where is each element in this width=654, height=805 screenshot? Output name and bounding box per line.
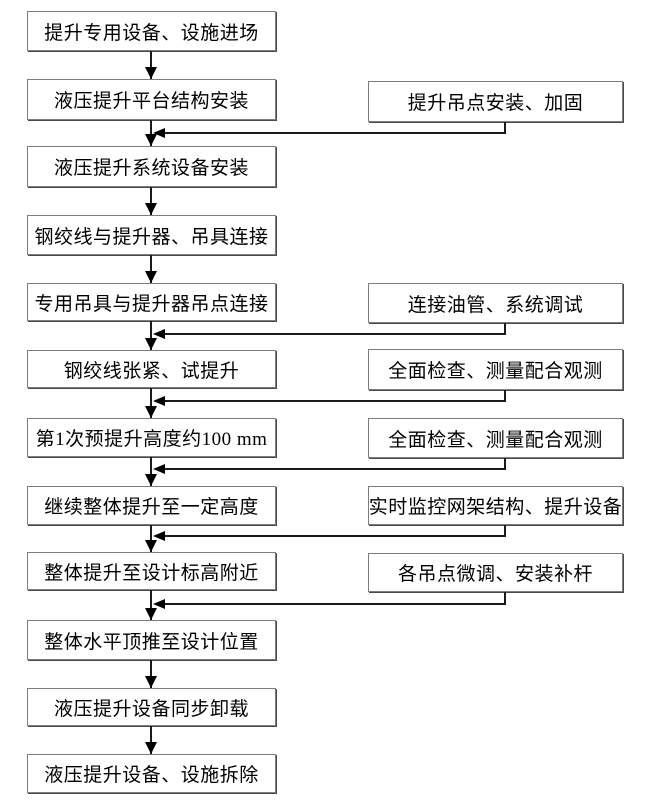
down-arrowhead-icon — [145, 271, 157, 283]
connector-vline-11-12 — [150, 726, 152, 754]
side-drop-line-4 — [504, 458, 506, 470]
flow-step-equipment-entry: 提升专用设备、设施进场 — [27, 11, 276, 51]
connector-vline-8-9 — [150, 525, 152, 552]
connector-vline-1-2 — [150, 51, 152, 79]
flow-step-lift-to-elevation: 整体提升至设计标高附近 — [27, 552, 276, 590]
left-arrowhead-icon — [153, 396, 165, 406]
flow-step-sling-connect: 专用吊具与提升器吊点连接 — [27, 283, 276, 321]
flow-step-horizontal-push: 整体水平顶推至设计位置 — [27, 620, 276, 660]
connector-vline-9-10 — [150, 590, 152, 620]
left-arrowhead-icon — [153, 329, 165, 339]
connector-vline-3-4 — [150, 187, 152, 215]
down-arrowhead-icon — [145, 742, 157, 754]
flow-step-sync-unload: 液压提升设备同步卸载 — [27, 688, 276, 726]
flow-step-system-install: 液压提升系统设备安装 — [27, 146, 276, 187]
side-drop-line-6 — [504, 592, 506, 605]
flow-step-first-pre-lift: 第1次预提升高度约100 mm — [27, 418, 276, 457]
down-arrowhead-icon — [145, 406, 157, 418]
connector-vline-2-3 — [150, 120, 152, 146]
side-step-inspection-1: 全面检查、测量配合观测 — [368, 349, 623, 390]
side-step-oil-pipe-debug: 连接油管、系统调试 — [368, 283, 623, 323]
side-merge-line-4 — [163, 468, 506, 470]
flow-step-tension-test-lift: 钢绞线张紧、试提升 — [27, 350, 276, 388]
left-arrowhead-icon — [153, 531, 165, 541]
down-arrowhead-icon — [145, 540, 157, 552]
side-drop-line-1 — [504, 122, 506, 134]
down-arrowhead-icon — [145, 67, 157, 79]
flow-step-dismantle: 液压提升设备、设施拆除 — [27, 754, 276, 793]
side-step-fine-tune: 各吊点微调、安装补杆 — [368, 553, 623, 592]
flow-step-strand-connect: 钢绞线与提升器、吊具连接 — [27, 215, 276, 255]
down-arrowhead-icon — [145, 203, 157, 215]
side-drop-line-5 — [504, 525, 506, 537]
connector-vline-5-6 — [150, 321, 152, 350]
down-arrowhead-icon — [145, 338, 157, 350]
connector-vline-10-11 — [150, 660, 152, 688]
flow-step-platform-install: 液压提升平台结构安装 — [27, 79, 276, 120]
side-merge-line-6 — [163, 603, 506, 605]
left-arrowhead-icon — [153, 599, 165, 609]
side-merge-line-2 — [163, 333, 506, 335]
side-drop-line-3 — [504, 390, 506, 402]
side-merge-line-3 — [163, 400, 506, 402]
side-step-inspection-2: 全面检查、测量配合观测 — [368, 418, 623, 458]
down-arrowhead-icon — [145, 608, 157, 620]
connector-vline-7-8 — [150, 457, 152, 486]
connector-vline-6-7 — [150, 388, 152, 418]
connector-vline-4-5 — [150, 255, 152, 283]
left-arrowhead-icon — [153, 464, 165, 474]
left-arrowhead-icon — [153, 128, 165, 138]
side-merge-line-5 — [163, 535, 506, 537]
flow-step-continue-lift: 继续整体提升至一定高度 — [27, 486, 276, 525]
down-arrowhead-icon — [145, 474, 157, 486]
side-merge-line-1 — [163, 132, 506, 134]
side-step-anchor-install: 提升吊点安装、加固 — [368, 81, 623, 122]
down-arrowhead-icon — [145, 676, 157, 688]
side-drop-line-2 — [504, 323, 506, 335]
side-step-realtime-monitor: 实时监控网架结构、提升设备 — [368, 486, 623, 525]
